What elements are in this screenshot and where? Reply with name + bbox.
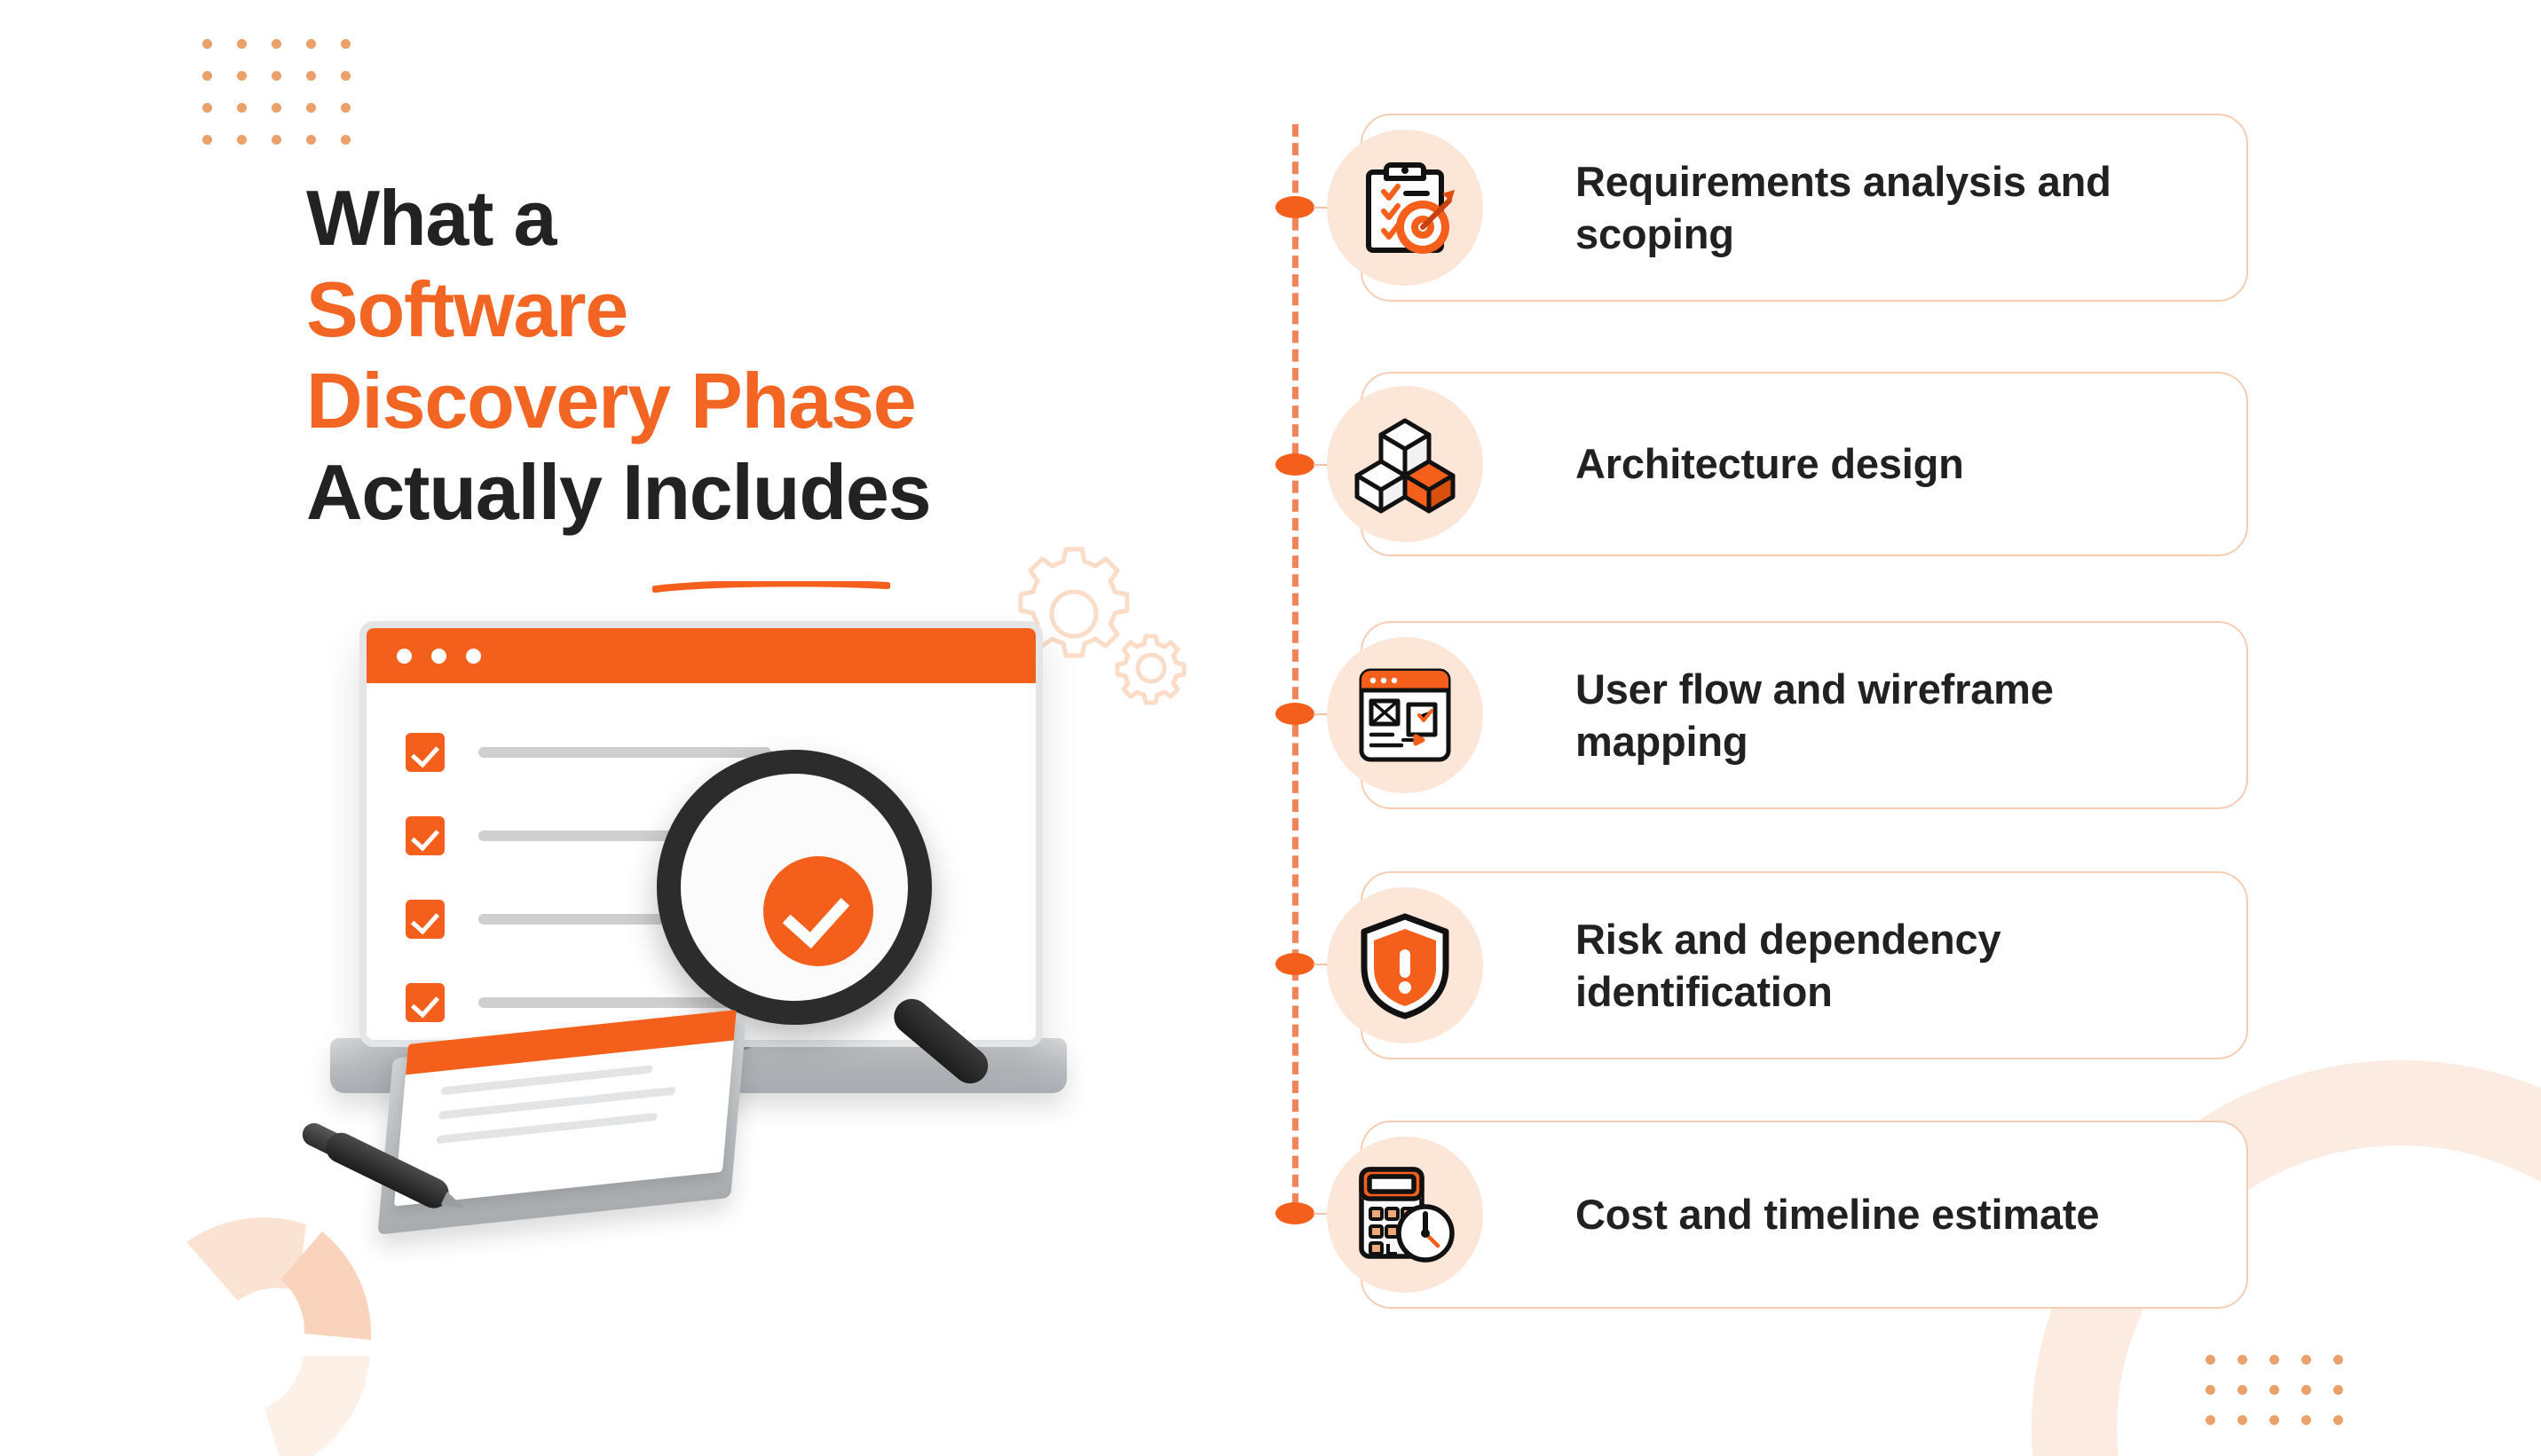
checklist-line bbox=[478, 747, 771, 758]
checkbox-icon bbox=[406, 733, 445, 772]
timeline-card-risk[interactable]: Risk and dependency identification bbox=[1327, 871, 2248, 1059]
magnifier-lens bbox=[657, 750, 932, 1025]
headline-line-2: Software bbox=[306, 264, 628, 353]
timeline-node-5 bbox=[1275, 1202, 1314, 1224]
calculator-clock-icon bbox=[1327, 1137, 1483, 1293]
timeline-node-2 bbox=[1275, 453, 1314, 476]
notepad-line bbox=[436, 1112, 658, 1145]
timeline-card-label: User flow and wireframe mapping bbox=[1575, 665, 2054, 765]
timeline-card-architecture[interactable]: Architecture design bbox=[1327, 372, 2248, 556]
browser-dot-2 bbox=[431, 648, 446, 664]
headline-line-4: Actually Includes bbox=[306, 447, 932, 536]
checkbox-icon bbox=[406, 983, 445, 1022]
timeline-node-4 bbox=[1275, 953, 1314, 975]
timeline-card-label: Requirements analysis and scoping bbox=[1575, 157, 2111, 257]
notepad-line bbox=[440, 1065, 653, 1096]
browser-dot-1 bbox=[397, 648, 412, 664]
browser-dot-3 bbox=[466, 648, 481, 664]
clipboard-target-icon bbox=[1327, 130, 1483, 286]
timeline-card-label: Risk and dependency identification bbox=[1575, 915, 2001, 1015]
browser-title-bar bbox=[367, 628, 1036, 683]
discovery-phase-timeline: Requirements analysis and scoping bbox=[1243, 0, 2541, 1456]
page-title: What a Software Discovery Phase Actually… bbox=[306, 173, 1158, 539]
magnifier-handle bbox=[887, 991, 996, 1091]
timeline-card-wireframe[interactable]: User flow and wireframe mapping bbox=[1327, 621, 2248, 809]
timeline-card-requirements[interactable]: Requirements analysis and scoping bbox=[1327, 114, 2248, 302]
checkbox-icon bbox=[406, 816, 445, 855]
left-column: What a Software Discovery Phase Actually… bbox=[0, 0, 1243, 1456]
headline-line-1: What a bbox=[306, 174, 556, 262]
magnifier-icon bbox=[657, 750, 1030, 1122]
checkbox-icon bbox=[406, 900, 445, 939]
isometric-cubes-icon bbox=[1327, 386, 1483, 542]
wireframe-window-icon bbox=[1327, 637, 1483, 793]
discovery-illustration bbox=[266, 621, 1207, 1402]
timeline-node-3 bbox=[1275, 703, 1314, 725]
timeline-node-1 bbox=[1275, 196, 1314, 218]
check-badge-icon bbox=[763, 856, 873, 966]
timeline-card-label: Architecture design bbox=[1575, 440, 1964, 488]
headline-line-3: Discovery Phase bbox=[306, 356, 917, 445]
timeline-card-label: Cost and timeline estimate bbox=[1575, 1191, 2100, 1239]
shield-alert-icon bbox=[1327, 887, 1483, 1043]
timeline-axis bbox=[1292, 124, 1298, 1224]
headline-underline bbox=[652, 581, 890, 593]
checklist-row bbox=[406, 733, 771, 772]
timeline-card-cost[interactable]: Cost and timeline estimate bbox=[1327, 1121, 2248, 1309]
